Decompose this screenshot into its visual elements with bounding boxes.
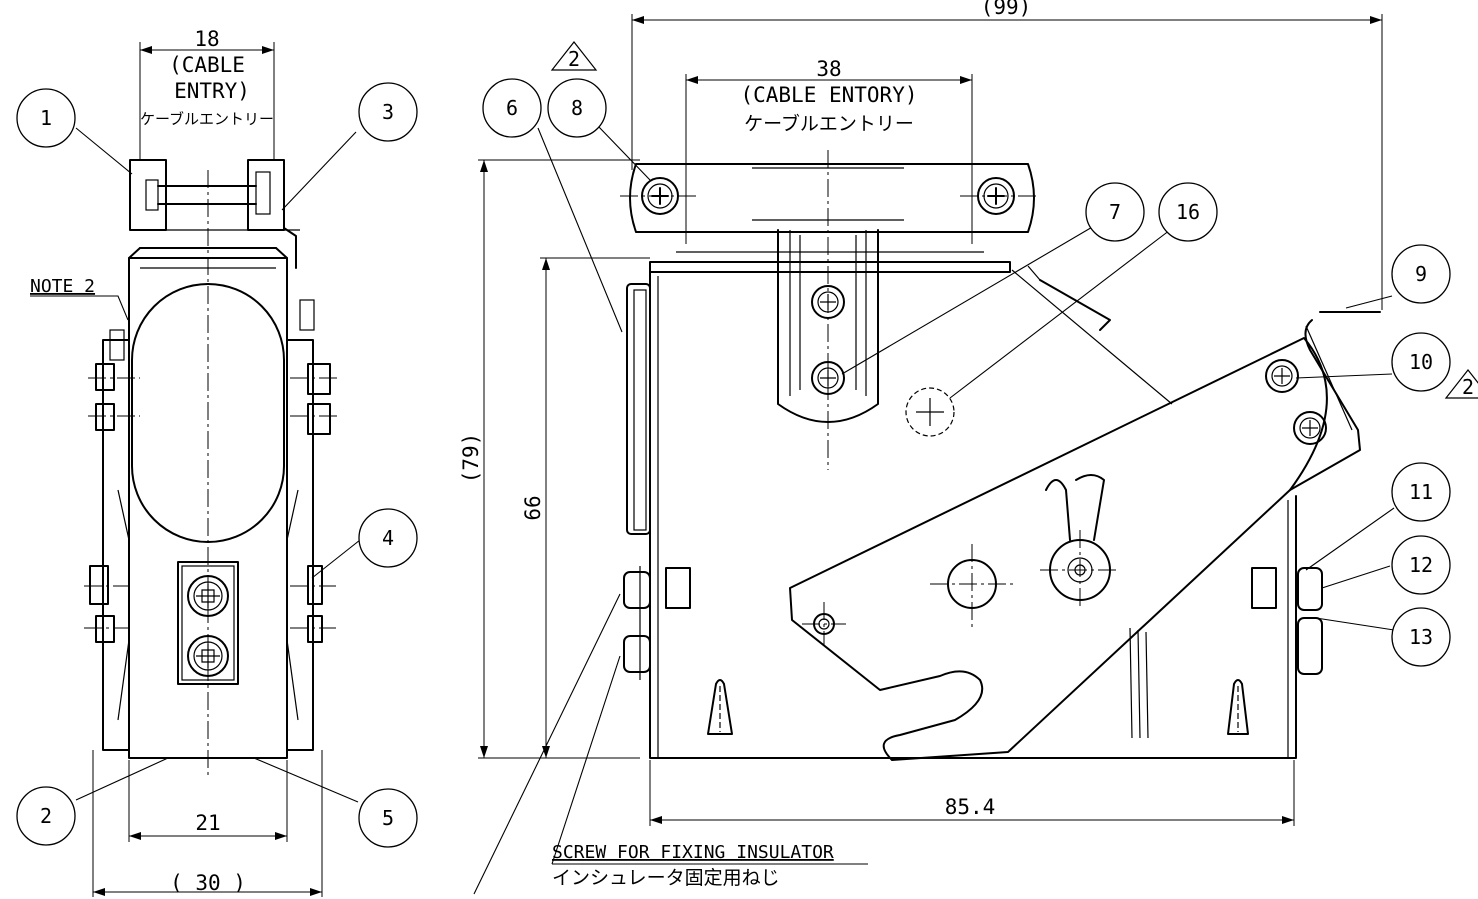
balloon-8-label: 8 [571, 96, 583, 120]
revision-mark-right-label: 2 [1462, 375, 1474, 399]
balloon-9-label: 9 [1415, 262, 1427, 286]
side-view [84, 159, 340, 775]
note-2-leader [30, 295, 129, 321]
dim-base-length: 85.4 [945, 795, 996, 819]
balloon-1-label: 1 [40, 106, 52, 130]
dim-side-bottom-outer: ( 30 ) [170, 871, 246, 895]
dim-body-height: 66 [521, 495, 545, 520]
balloon-2-label: 2 [40, 804, 52, 828]
balloon-7 [1085, 182, 1145, 242]
balloon-11 [1391, 462, 1451, 522]
front-view-dimensions [478, 14, 1383, 826]
screw-note-jp: インシュレータ固定用ねじ [552, 867, 780, 889]
balloon-3-label: 3 [382, 100, 394, 124]
balloon-13-label: 13 [1409, 625, 1433, 649]
dim-overall-width: (99) [981, 0, 1032, 19]
dim-entry-en-label: (CABLE ENTORY) [740, 83, 917, 107]
balloon-3 [358, 82, 418, 142]
balloon-4-label: 4 [382, 526, 394, 550]
screw-note-en: SCREW FOR FIXING INSULATOR [552, 842, 834, 863]
balloon-13 [1391, 607, 1451, 667]
balloon-12 [1391, 535, 1451, 595]
revision-mark-top [550, 41, 598, 71]
balloon-16 [1158, 182, 1218, 242]
balloon-7-label: 7 [1109, 200, 1121, 224]
dim-side-entry-label: ENTRY) [174, 79, 250, 103]
balloon-9 [1391, 244, 1451, 304]
balloon-5-label: 5 [382, 806, 394, 830]
note-2-label: NOTE 2 [30, 276, 95, 297]
balloon-4 [358, 508, 418, 568]
balloon-11-label: 11 [1409, 480, 1433, 504]
dim-side-jp-label: ケーブルエントリー [140, 110, 274, 128]
dim-side-bottom-inner: 21 [195, 811, 220, 835]
dim-entry-width: 38 [816, 57, 841, 81]
side-view-dimensions [92, 42, 323, 897]
balloon-12-label: 12 [1409, 553, 1433, 577]
dim-side-cable-label: (CABLE [169, 53, 245, 77]
balloon-6 [482, 78, 542, 138]
dim-overall-height: (79) [459, 433, 483, 484]
screw-note-leaders [473, 593, 868, 895]
front-view [620, 150, 1381, 761]
dim-side-width: 18 [194, 27, 219, 51]
balloon-1 [16, 88, 76, 148]
balloon-leaders [75, 125, 1395, 803]
balloon-10 [1391, 332, 1451, 392]
balloon-5 [358, 788, 418, 848]
revision-mark-right [1444, 369, 1478, 399]
balloon-2 [16, 786, 76, 846]
dim-entry-jp-label: ケーブルエントリー [744, 112, 914, 135]
balloon-6-label: 6 [506, 96, 518, 120]
balloon-16-label: 16 [1176, 200, 1200, 224]
balloon-10-label: 10 [1409, 350, 1433, 374]
balloon-8 [547, 78, 607, 138]
revision-mark-top-label: 2 [568, 47, 580, 71]
